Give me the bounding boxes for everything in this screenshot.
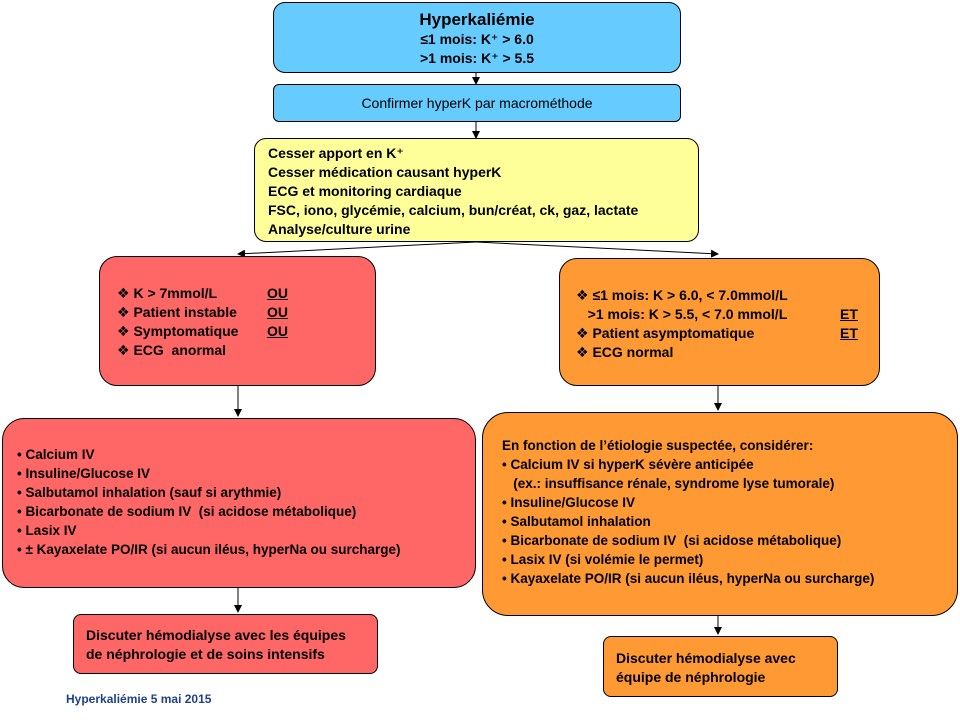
conj-ou: OU xyxy=(267,304,288,320)
severe-dialysis-line: de néphrologie et de soins intensifs xyxy=(86,646,325,662)
mild-criterion-text: >1 mois: K > 5.5, ˂ 7.0 mmol/L xyxy=(576,306,788,322)
mild-treatment-intro: En fonction de l’étiologie suspectée, co… xyxy=(502,438,814,453)
initial-item: Cesser médication causant hyperK xyxy=(268,164,502,180)
title-box: Hyperkaliémie ≤1 mois: K⁺ > 6.0 >1 mois:… xyxy=(273,2,681,73)
severe-criterion: ❖ K ˃ 7mmol/L OU xyxy=(117,284,375,303)
severe-criterion: ❖ ECG anormal xyxy=(117,341,375,360)
mild-criterion: >1 mois: K > 5.5, ˂ 7.0 mmol/L ET xyxy=(576,305,879,324)
mild-criterion-text: ❖ ≤1 mois: K > 6.0, ˂ 7.0mmol/L xyxy=(576,287,788,303)
severe-treatment-item: • Lasix IV xyxy=(17,523,77,538)
confirm-text: Confirmer hyperK par macrométhode xyxy=(361,95,593,111)
severe-treatment-item: • Insuline/Glucose IV xyxy=(17,466,151,481)
mild-criteria-box: ❖ ≤1 mois: K > 6.0, ˂ 7.0mmol/L >1 mois:… xyxy=(559,258,880,386)
mild-criterion-text: ❖ Patient asymptomatique xyxy=(576,325,755,341)
mild-treatment-item: • Calcium IV si hyperK sévère anticipée xyxy=(502,457,754,472)
mild-treatment-item: • Salbutamol inhalation xyxy=(502,514,651,529)
severe-treatment-item: • Bicarbonate de sodium IV (si acidose m… xyxy=(17,504,357,519)
conj-et: ET xyxy=(840,306,858,322)
mild-dialysis-line: Discuter hémodialyse avec xyxy=(616,650,796,666)
severe-criterion-text: ❖ ECG anormal xyxy=(117,342,227,358)
severe-treatment-item: • Salbutamol inhalation (sauf si arythmi… xyxy=(17,485,282,500)
conj-ou: OU xyxy=(267,323,288,339)
mild-criterion: ❖ ECG normal xyxy=(576,343,879,362)
mild-criterion: ❖ ≤1 mois: K > 6.0, ˂ 7.0mmol/L xyxy=(576,286,879,305)
mild-treatment-item: • Insuline/Glucose IV xyxy=(502,495,636,510)
conj-ou: OU xyxy=(267,285,288,301)
arrow-initial-to-severe xyxy=(237,241,477,258)
initial-item: Cesser apport en K⁺ xyxy=(268,145,404,161)
severe-dialysis-line: Discuter hémodialyse avec les équipes xyxy=(86,627,346,643)
severe-criterion-text: ❖ Patient instable xyxy=(117,304,237,320)
initial-item: Analyse/culture urine xyxy=(268,221,411,237)
mild-criterion: ❖ Patient asymptomatique ET xyxy=(576,324,879,343)
title-line-2: >1 mois: K⁺ > 5.5 xyxy=(420,50,534,66)
severe-criterion: ❖ Symptomatique OU xyxy=(117,322,375,341)
mild-treatment-item: • Bicarbonate de sodium IV (si acidose m… xyxy=(502,533,842,548)
mild-dialysis-box: Discuter hémodialyse avec équipe de néph… xyxy=(603,636,838,697)
title-text: Hyperkaliémie xyxy=(419,10,535,29)
severe-criterion: ❖ Patient instable OU xyxy=(117,303,375,322)
mild-treatment-item: (ex.: insuffisance rénale, syndrome lyse… xyxy=(502,476,835,491)
mild-treatment-item: • Kayaxelate PO/IR (si aucun iléus, hype… xyxy=(502,571,875,586)
confirm-box: Confirmer hyperK par macrométhode xyxy=(273,84,681,122)
severe-treatment-box: • Calcium IV • Insuline/Glucose IV • Sal… xyxy=(2,418,476,588)
severe-treatment-item: • ± Kayaxelate PO/IR (si aucun iléus, hy… xyxy=(17,542,401,557)
initial-item: FSC, iono, glycémie, calcium, bun/créat,… xyxy=(268,202,639,218)
mild-dialysis-line: équipe de néphrologie xyxy=(616,669,766,685)
mild-criterion-text: ❖ ECG normal xyxy=(576,344,674,360)
severe-dialysis-box: Discuter hémodialyse avec les équipes de… xyxy=(73,614,378,674)
conj-et: ET xyxy=(840,325,858,341)
mild-treatment-item: • Lasix IV (si volémie le permet) xyxy=(502,552,704,567)
arrow-initial-to-mild xyxy=(475,241,719,258)
initial-item: ECG et monitoring cardiaque xyxy=(268,183,462,199)
title-line-1: ≤1 mois: K⁺ > 6.0 xyxy=(420,31,534,47)
mild-treatment-box: En fonction de l’étiologie suspectée, co… xyxy=(482,412,958,616)
severe-criterion-text: ❖ Symptomatique xyxy=(117,323,239,339)
severe-criterion-text: ❖ K ˃ 7mmol/L xyxy=(117,285,218,301)
initial-management-box: Cesser apport en K⁺ Cesser médication ca… xyxy=(254,138,699,242)
footer-text: Hyperkaliémie 5 mai 2015 xyxy=(66,692,212,706)
severe-treatment-item: • Calcium IV xyxy=(17,447,95,462)
